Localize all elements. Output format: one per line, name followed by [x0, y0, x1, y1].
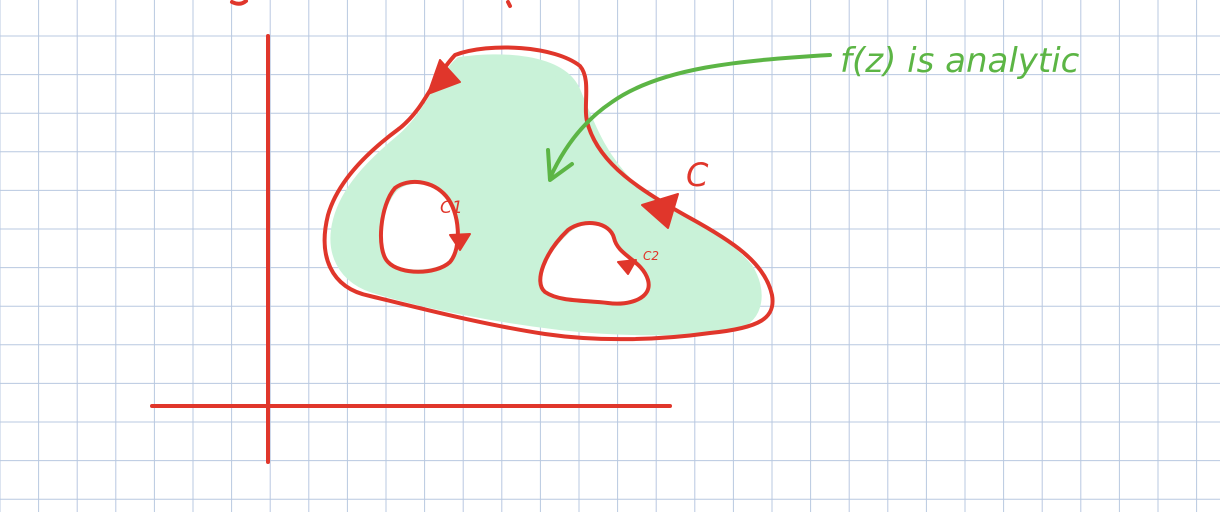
coordinate-axes [150, 34, 672, 464]
outer-contour-c [322, 45, 775, 342]
outer-contour-arrowhead-right [641, 193, 679, 229]
inner-contour-c1-arrowhead [449, 233, 471, 251]
inner-contour-c2-arrowhead [617, 259, 637, 275]
outer-contour-arrowhead-top [427, 59, 461, 95]
inner-hole-2 [541, 224, 649, 304]
analytic-pointer-arrow [546, 53, 832, 182]
inner-contour-c2 [538, 221, 651, 306]
inner-contour-c1 [378, 179, 460, 274]
analytic-label: f(z) is analytic [840, 41, 1080, 81]
inner-hole-1 [381, 183, 458, 270]
outer-contour-label: C [686, 156, 709, 194]
inner-contour-c2-label: C2 [643, 249, 659, 263]
cut-off-heading-strokes [230, 0, 512, 8]
direction-arrowheads [427, 59, 679, 275]
inner-contour-c1-label: C1 [440, 198, 463, 218]
